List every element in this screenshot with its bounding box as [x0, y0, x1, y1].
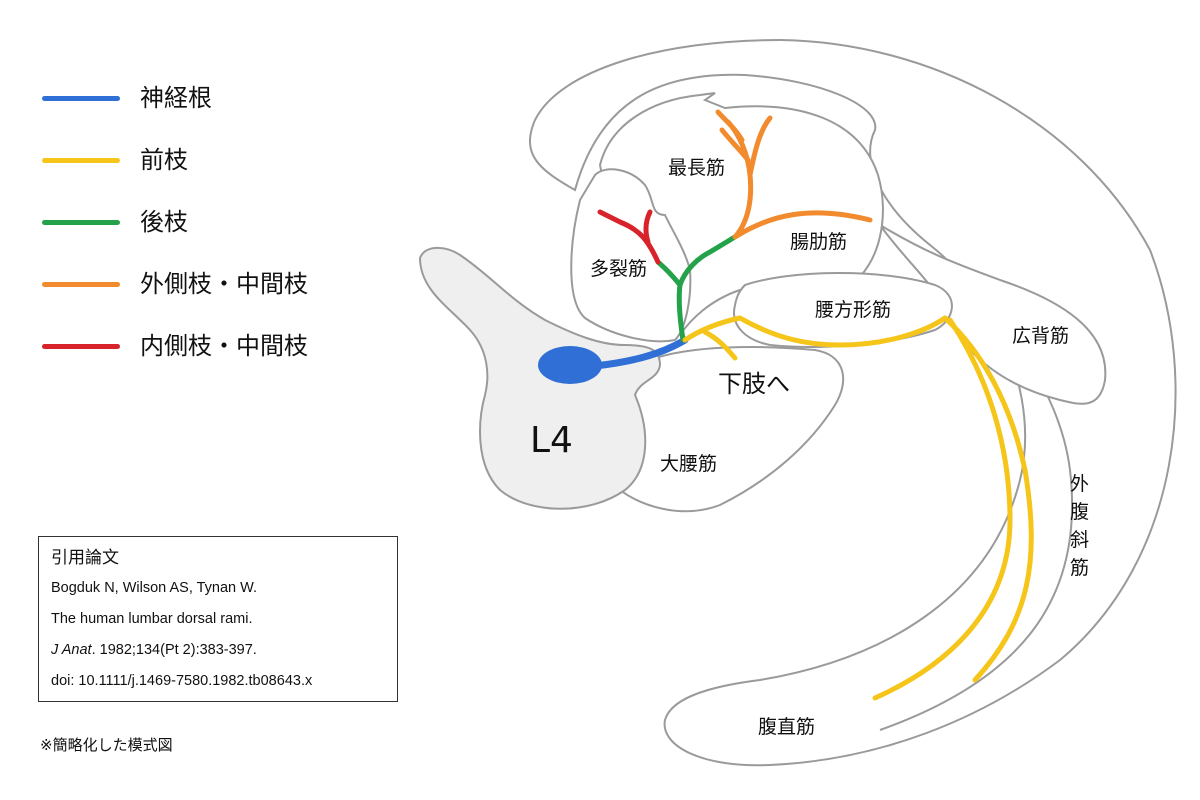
- legend-swatch: [42, 282, 120, 287]
- label-vertebra: L4: [530, 420, 573, 461]
- label-external-oblique-3: 斜: [1070, 529, 1089, 551]
- ventral-ramus-to-leg: [702, 329, 738, 361]
- citation-doi: doi: 10.1111/j.1469-7580.1982.tb08643.x: [51, 673, 313, 689]
- legend-item: 神経根: [42, 78, 372, 140]
- outer-abdominal-wall: [529, 38, 1177, 767]
- medial-branch: [597, 209, 661, 265]
- legend-swatch: [42, 344, 120, 349]
- legend-item: 内側枝・中間枝: [42, 326, 372, 388]
- label-latissimus-dorsi: 広背筋: [1012, 325, 1069, 347]
- label-psoas-major: 大腰筋: [660, 453, 717, 475]
- citation-title: 引用論文: [51, 548, 119, 568]
- legend-item: 外側枝・中間枝: [42, 264, 372, 326]
- legend: 神経根 前枝 後枝 外側枝・中間枝 内側枝・中間枝: [42, 78, 372, 388]
- label-to-lower-limb: 下肢へ: [718, 370, 790, 398]
- label-external-oblique-4: 筋: [1070, 557, 1089, 579]
- ventral-ramus-branch-inner: [872, 317, 1013, 701]
- label-rectus-abdominis: 腹直筋: [758, 716, 815, 738]
- legend-swatch: [42, 96, 120, 101]
- label-multifidus: 多裂筋: [590, 258, 647, 280]
- citation-article: The human lumbar dorsal rami.: [51, 611, 253, 627]
- nerve-root-ganglion: [538, 346, 602, 384]
- vertebra-shape: [418, 246, 662, 510]
- legend-swatch: [42, 158, 120, 163]
- footnote: ※簡略化した模式図: [40, 736, 173, 754]
- label-external-oblique-1: 外: [1070, 473, 1089, 495]
- legend-label: 後枝: [140, 208, 188, 236]
- legend-label: 神経根: [140, 84, 212, 112]
- ventral-ramus: [682, 315, 1034, 683]
- citation-journal: J Anat: [51, 642, 92, 658]
- label-external-oblique-2: 腹: [1070, 501, 1089, 523]
- citation-authors: Bogduk N, Wilson AS, Tynan W.: [51, 580, 258, 596]
- citation-journal-line: J Anat. 1982;134(Pt 2):383-397.: [51, 635, 385, 666]
- lateral-branch: [715, 109, 873, 240]
- label-quadratus-lumborum: 腰方形筋: [815, 299, 891, 321]
- citation-box: 引用論文 Bogduk N, Wilson AS, Tynan W. The h…: [38, 536, 398, 702]
- citation-details: . 1982;134(Pt 2):383-397.: [91, 642, 257, 658]
- legend-label: 内側枝・中間枝: [140, 332, 308, 360]
- legend-swatch: [42, 220, 120, 225]
- legend-item: 後枝: [42, 202, 372, 264]
- legend-item: 前枝: [42, 140, 372, 202]
- legend-label: 外側枝・中間枝: [140, 270, 308, 298]
- label-iliocostalis: 腸肋筋: [790, 231, 847, 253]
- nerve-root-line: [591, 336, 689, 370]
- label-longissimus: 最長筋: [668, 157, 725, 179]
- legend-label: 前枝: [140, 146, 188, 174]
